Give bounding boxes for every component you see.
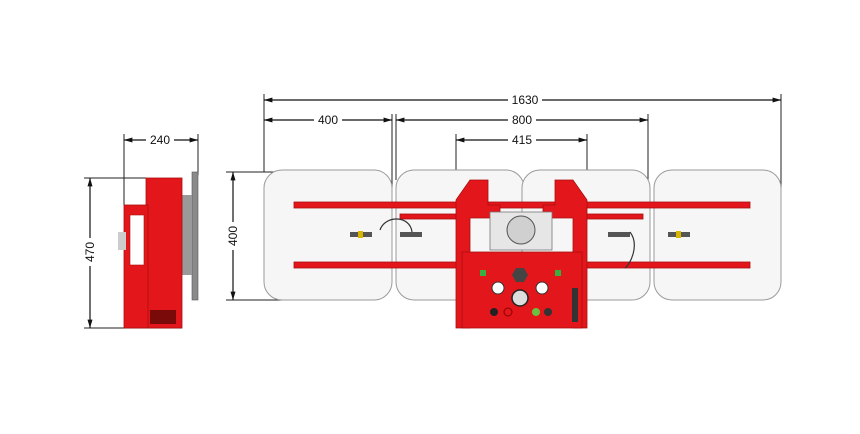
indicator-green-right <box>555 270 561 276</box>
dim-label-400-height: 400 <box>226 226 240 246</box>
dim-label-1630: 1630 <box>512 93 539 107</box>
gauge-center <box>511 289 529 307</box>
button-green[interactable] <box>532 308 540 316</box>
dim-label-240: 240 <box>150 133 170 147</box>
side-handle[interactable] <box>572 288 578 322</box>
gauge-left <box>491 281 505 295</box>
side-view: 240 470 <box>82 132 199 329</box>
side-housing <box>145 177 183 329</box>
suction-pad-1 <box>263 169 393 301</box>
dim-label-800: 800 <box>512 113 532 127</box>
dim-label-415: 415 <box>512 133 532 147</box>
gauge-right <box>535 281 549 295</box>
button-red[interactable] <box>503 307 513 317</box>
dim-label-400-width: 400 <box>318 113 338 127</box>
side-fittings <box>182 195 192 275</box>
button-black[interactable] <box>490 308 498 316</box>
upper-beam <box>293 201 751 209</box>
side-pad-plate <box>191 171 199 301</box>
dim-label-470: 470 <box>83 242 97 262</box>
indicator-green-left <box>480 270 486 276</box>
button-dark[interactable] <box>544 308 552 316</box>
front-view: 1630 400 800 415 400 <box>225 93 782 329</box>
main-valve-knob[interactable] <box>512 268 528 282</box>
